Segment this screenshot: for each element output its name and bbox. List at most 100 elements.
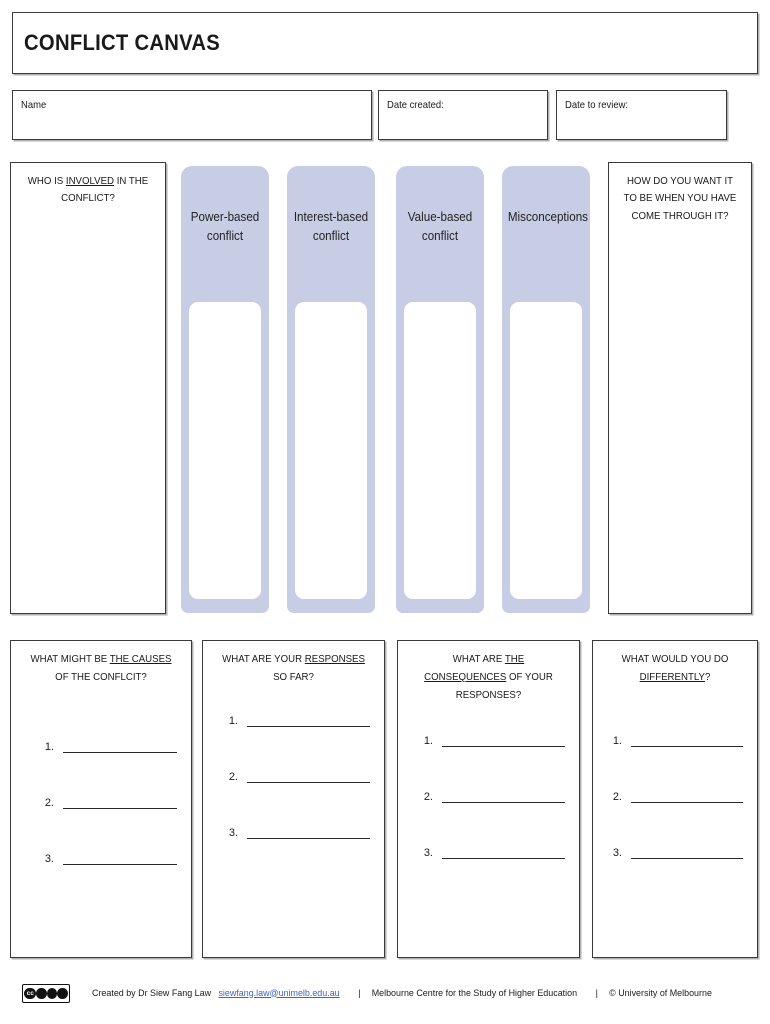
column-input-area[interactable] bbox=[404, 302, 476, 599]
date-created-field[interactable]: Date created: bbox=[378, 90, 548, 140]
list-item[interactable]: 1. bbox=[605, 735, 757, 747]
column-input-area[interactable] bbox=[189, 302, 261, 599]
responses-question-part-a: WHAT ARE YOUR bbox=[222, 653, 305, 665]
answer-rule[interactable] bbox=[63, 741, 177, 753]
footer-email-link[interactable]: siewfang.law@unimelb.edu.au bbox=[218, 987, 340, 999]
cc-nc-icon bbox=[46, 987, 58, 999]
who-is-involved-prompt: WHO IS INVOLVED IN THE CONFLICT? bbox=[23, 173, 154, 208]
list-item-number: 1. bbox=[228, 715, 238, 727]
footer-separator-2: | bbox=[595, 987, 598, 999]
causes-question-part-b: OF THE CONFLCIT? bbox=[55, 670, 147, 683]
footer: cc Created by Dr Siew Fang Law siewfang.… bbox=[0, 975, 770, 1011]
differently-question: WHAT WOULD YOU DO DIFFERENTLY? bbox=[607, 651, 743, 687]
cc-mark-icon: cc bbox=[24, 987, 37, 999]
list-item-number: 2. bbox=[44, 797, 54, 809]
footer-copyright: © University of Melbourne bbox=[609, 987, 712, 999]
footer-centre: Melbourne Centre for the Study of Higher… bbox=[371, 987, 578, 999]
responses-question: WHAT ARE YOUR RESPONSES SO FAR? bbox=[218, 651, 370, 687]
answer-rule[interactable] bbox=[63, 853, 177, 865]
responses-answer-list: 1. 2. 3. bbox=[203, 715, 384, 883]
differently-question-part-a: WHAT WOULD YOU DO bbox=[621, 653, 729, 665]
list-item-number: 3. bbox=[228, 827, 238, 839]
list-item-number: 1. bbox=[44, 741, 54, 753]
column-input-area[interactable] bbox=[510, 302, 582, 599]
consequences-question-part-b: OF YOUR RESPONSES? bbox=[455, 670, 553, 701]
answer-rule[interactable] bbox=[631, 791, 743, 803]
column-label: Interest-based conflict bbox=[293, 210, 369, 243]
list-item[interactable]: 2. bbox=[37, 797, 191, 809]
differently-question-underlined: DIFFERENTLY bbox=[639, 670, 705, 683]
column-label: Power-based conflict bbox=[190, 210, 260, 243]
responses-question-underlined: RESPONSES bbox=[304, 653, 365, 665]
causes-answer-list: 1. 2. 3. bbox=[11, 741, 191, 909]
list-item-number: 3. bbox=[44, 853, 54, 865]
list-item[interactable]: 1. bbox=[416, 735, 579, 747]
list-item-number: 1. bbox=[612, 735, 622, 747]
column-power-based-conflict[interactable]: Power-based conflict bbox=[181, 166, 269, 613]
answer-rule[interactable] bbox=[247, 771, 370, 783]
who-is-involved-panel[interactable]: WHO IS INVOLVED IN THE CONFLICT? bbox=[10, 162, 166, 614]
column-input-area[interactable] bbox=[295, 302, 367, 599]
footer-separator-1: | bbox=[358, 987, 361, 999]
creative-commons-icon: cc bbox=[22, 983, 70, 1003]
column-misconceptions[interactable]: Misconceptions bbox=[502, 166, 590, 613]
name-label: Name bbox=[21, 99, 47, 111]
list-item[interactable]: 3. bbox=[221, 827, 384, 839]
causes-panel[interactable]: WHAT MIGHT BE THE CAUSES OF THE CONFLCIT… bbox=[10, 640, 192, 958]
answer-rule[interactable] bbox=[442, 791, 565, 803]
responses-panel[interactable]: WHAT ARE YOUR RESPONSES SO FAR? 1. 2. 3. bbox=[202, 640, 385, 958]
list-item-number: 1. bbox=[423, 735, 433, 747]
column-interest-based-conflict[interactable]: Interest-based conflict bbox=[287, 166, 375, 613]
differently-panel[interactable]: WHAT WOULD YOU DO DIFFERENTLY? 1. 2. 3. bbox=[592, 640, 758, 958]
list-item[interactable]: 1. bbox=[37, 741, 191, 753]
differently-answer-list: 1. 2. 3. bbox=[593, 735, 757, 903]
date-to-review-label: Date to review: bbox=[565, 99, 629, 111]
list-item[interactable]: 3. bbox=[416, 847, 579, 859]
list-item[interactable]: 3. bbox=[37, 853, 191, 865]
list-item-number: 2. bbox=[423, 791, 433, 803]
column-label: Misconceptions bbox=[507, 210, 588, 224]
column-value-based-conflict[interactable]: Value-based conflict bbox=[396, 166, 484, 613]
page-title: CONFLICT CANVAS bbox=[24, 30, 221, 55]
list-item[interactable]: 2. bbox=[416, 791, 579, 803]
differently-question-part-b: ? bbox=[704, 670, 711, 683]
responses-question-part-b: SO FAR? bbox=[273, 670, 314, 683]
footer-attribution: Created by Dr Siew Fang Law siewfang.law… bbox=[92, 988, 719, 999]
answer-rule[interactable] bbox=[442, 847, 565, 859]
who-prompt-part-a: WHO IS bbox=[27, 175, 66, 187]
desired-outcome-panel[interactable]: HOW DO YOU WANT IT TO BE WHEN YOU HAVE C… bbox=[608, 162, 752, 614]
cc-by-icon bbox=[36, 987, 47, 999]
list-item[interactable]: 1. bbox=[221, 715, 384, 727]
causes-question: WHAT MIGHT BE THE CAUSES OF THE CONFLCIT… bbox=[26, 651, 177, 687]
list-item-number: 3. bbox=[423, 847, 433, 859]
desired-outcome-prompt: HOW DO YOU WANT IT TO BE WHEN YOU HAVE C… bbox=[623, 175, 737, 222]
consequences-answer-list: 1. 2. 3. bbox=[398, 735, 579, 903]
answer-rule[interactable] bbox=[631, 735, 743, 747]
date-to-review-field[interactable]: Date to review: bbox=[556, 90, 727, 140]
list-item-number: 3. bbox=[612, 847, 622, 859]
consequences-question: WHAT ARE THE CONSEQUENCES OF YOUR RESPON… bbox=[413, 651, 565, 705]
footer-created-by: Created by Dr Siew Fang Law bbox=[92, 987, 212, 999]
title-bar: CONFLICT CANVAS bbox=[12, 12, 758, 74]
answer-rule[interactable] bbox=[442, 735, 565, 747]
who-prompt-underlined: INVOLVED bbox=[65, 175, 115, 187]
list-item[interactable]: 3. bbox=[605, 847, 757, 859]
name-field[interactable]: Name bbox=[12, 90, 372, 140]
consequences-question-underlined: THE CONSEQUENCES bbox=[424, 653, 525, 683]
list-item-number: 2. bbox=[612, 791, 622, 803]
consequences-question-part-a: WHAT ARE bbox=[452, 653, 505, 665]
causes-question-part-a: WHAT MIGHT BE bbox=[30, 653, 110, 665]
list-item-number: 2. bbox=[228, 771, 238, 783]
column-label: Value-based conflict bbox=[407, 210, 473, 243]
list-item[interactable]: 2. bbox=[221, 771, 384, 783]
answer-rule[interactable] bbox=[631, 847, 743, 859]
causes-question-underlined: THE CAUSES bbox=[109, 653, 172, 665]
answer-rule[interactable] bbox=[247, 827, 370, 839]
cc-nd-icon bbox=[57, 987, 68, 999]
who-prompt-part-b: IN THE CONFLICT? bbox=[61, 175, 149, 205]
answer-rule[interactable] bbox=[247, 715, 370, 727]
list-item[interactable]: 2. bbox=[605, 791, 757, 803]
consequences-panel[interactable]: WHAT ARE THE CONSEQUENCES OF YOUR RESPON… bbox=[397, 640, 580, 958]
answer-rule[interactable] bbox=[63, 797, 177, 809]
